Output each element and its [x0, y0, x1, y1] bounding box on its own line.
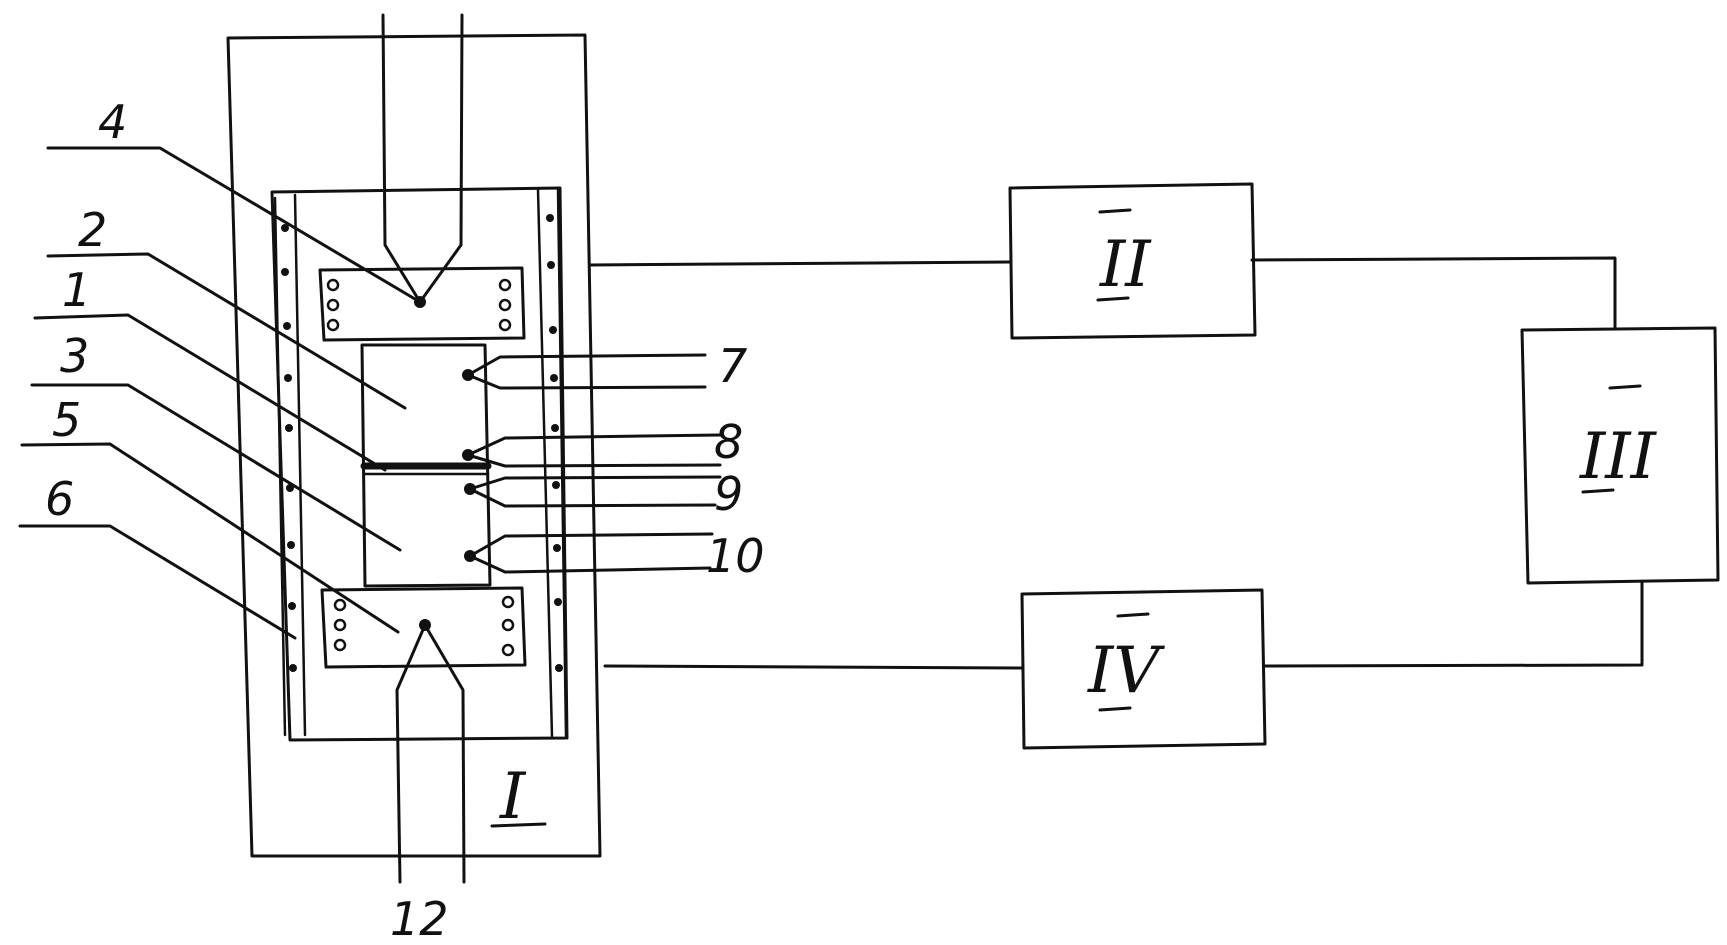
callout-10: 10 — [706, 529, 765, 583]
thermocouple-8 — [462, 433, 722, 468]
block-ii: II — [1008, 182, 1257, 340]
bottom-thermocouple-wires — [395, 619, 466, 884]
thermocouple-9 — [464, 475, 722, 508]
callout-7: 7 — [718, 339, 747, 393]
heater-dots-right — [546, 214, 563, 672]
upper-clamp-plate — [318, 266, 526, 342]
thermocouple-7 — [462, 353, 707, 390]
block-iv: IV — [1020, 588, 1267, 750]
heater-dots-left — [281, 224, 297, 672]
block-i-underline — [490, 822, 547, 828]
block-i-label: I — [499, 760, 527, 834]
block-iii-label: III — [1579, 420, 1658, 494]
block-iii: III — [1520, 326, 1720, 585]
block-ii-label: II — [1099, 228, 1152, 302]
callout-8: 8 — [714, 415, 743, 469]
block-iv-label: IV — [1087, 634, 1165, 708]
callout-5: 5 — [52, 393, 81, 447]
lower-clamp-plate — [320, 586, 527, 669]
callout-2: 2 — [78, 203, 107, 257]
callout-12: 12 — [390, 892, 449, 945]
callout-9: 9 — [714, 467, 743, 521]
callout-6: 6 — [45, 472, 74, 526]
callout-1: 1 — [62, 263, 91, 317]
connection-wires — [588, 256, 1644, 670]
block-i-housing — [226, 33, 602, 858]
thermocouple-10 — [464, 532, 714, 574]
leader-lines — [18, 146, 422, 640]
callout-3: 3 — [60, 329, 89, 383]
top-thermocouple-wires — [381, 13, 464, 308]
callout-4: 4 — [98, 95, 127, 149]
sample-column — [360, 343, 492, 588]
